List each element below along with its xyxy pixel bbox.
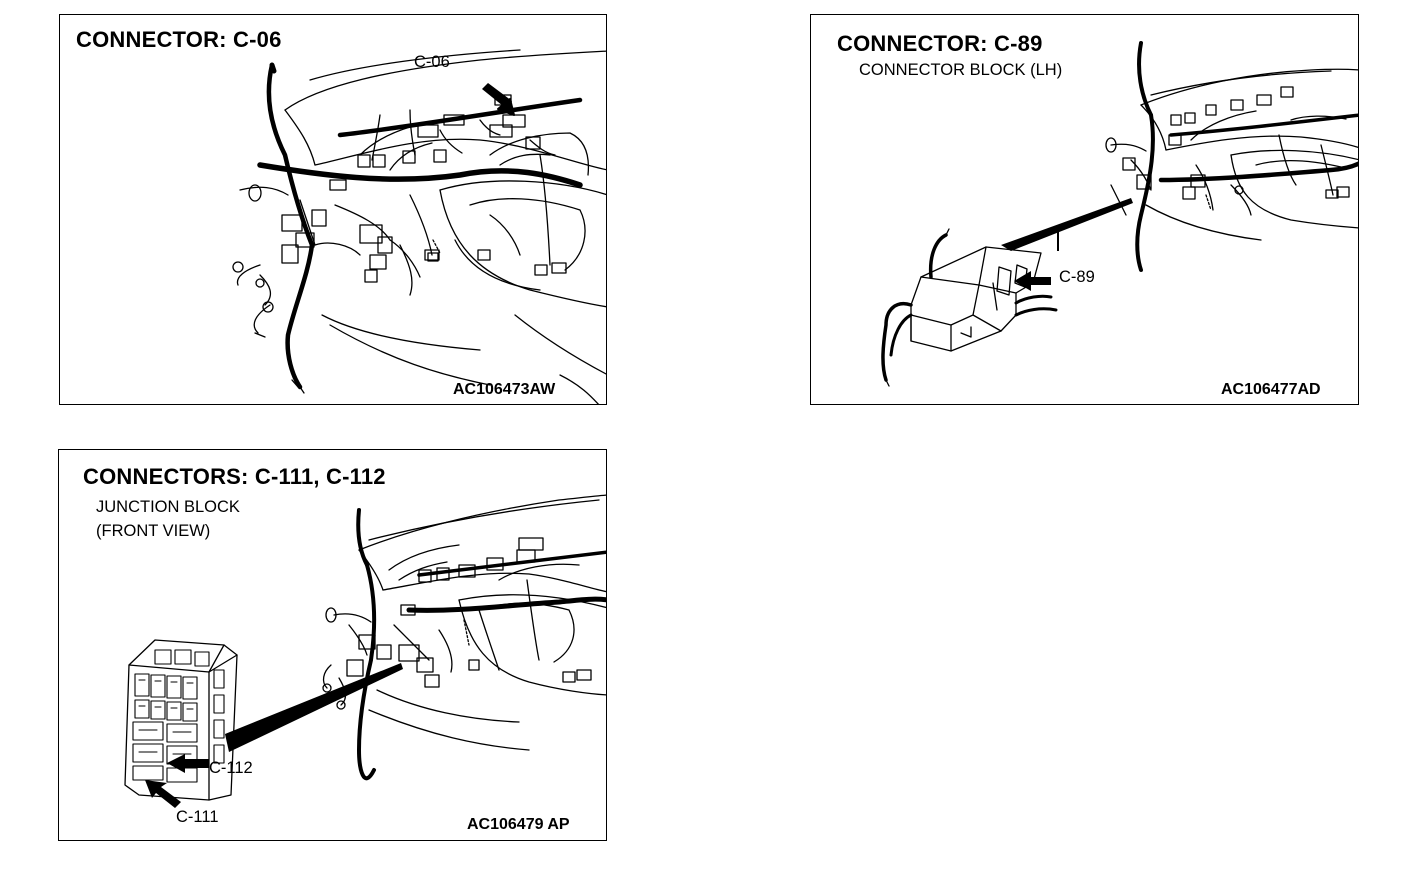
panel-subtitle: CONNECTOR BLOCK (LH)	[859, 61, 1063, 79]
panel-title: CONNECTORS: C-111, C-112	[83, 464, 386, 489]
figure-code: AC106473AW	[453, 381, 556, 398]
callout-label-c111: C-111	[176, 808, 219, 826]
figure-code: AC106477AD	[1221, 381, 1321, 398]
panel-title: CONNECTOR: C-06	[76, 27, 282, 52]
callout-label-c89: C-89	[1059, 268, 1095, 286]
diagram-panel-c89: CONNECTOR: C-89 CONNECTOR BLOCK (LH) C-8…	[810, 14, 1359, 405]
panel-subtitle-line-2: (FRONT VIEW)	[96, 522, 211, 540]
callout-label-c112: C-112	[209, 759, 253, 777]
figure-code: AC106479 AP	[467, 816, 570, 833]
callout-label-c06: C-06	[414, 53, 450, 71]
panel-subtitle-line-1: JUNCTION BLOCK	[96, 498, 240, 516]
junction-block-illustration	[124, 494, 606, 808]
panel-title: CONNECTOR: C-89	[837, 31, 1043, 56]
dashboard-harness-illustration	[232, 49, 606, 404]
diagram-panel-c111-c112: CONNECTORS: C-111, C-112 JUNCTION BLOCK …	[58, 449, 607, 841]
diagram-panel-c06: CONNECTOR: C-06 C-06 AC106473AW	[59, 14, 607, 405]
connector-block-illustration	[881, 41, 1358, 387]
